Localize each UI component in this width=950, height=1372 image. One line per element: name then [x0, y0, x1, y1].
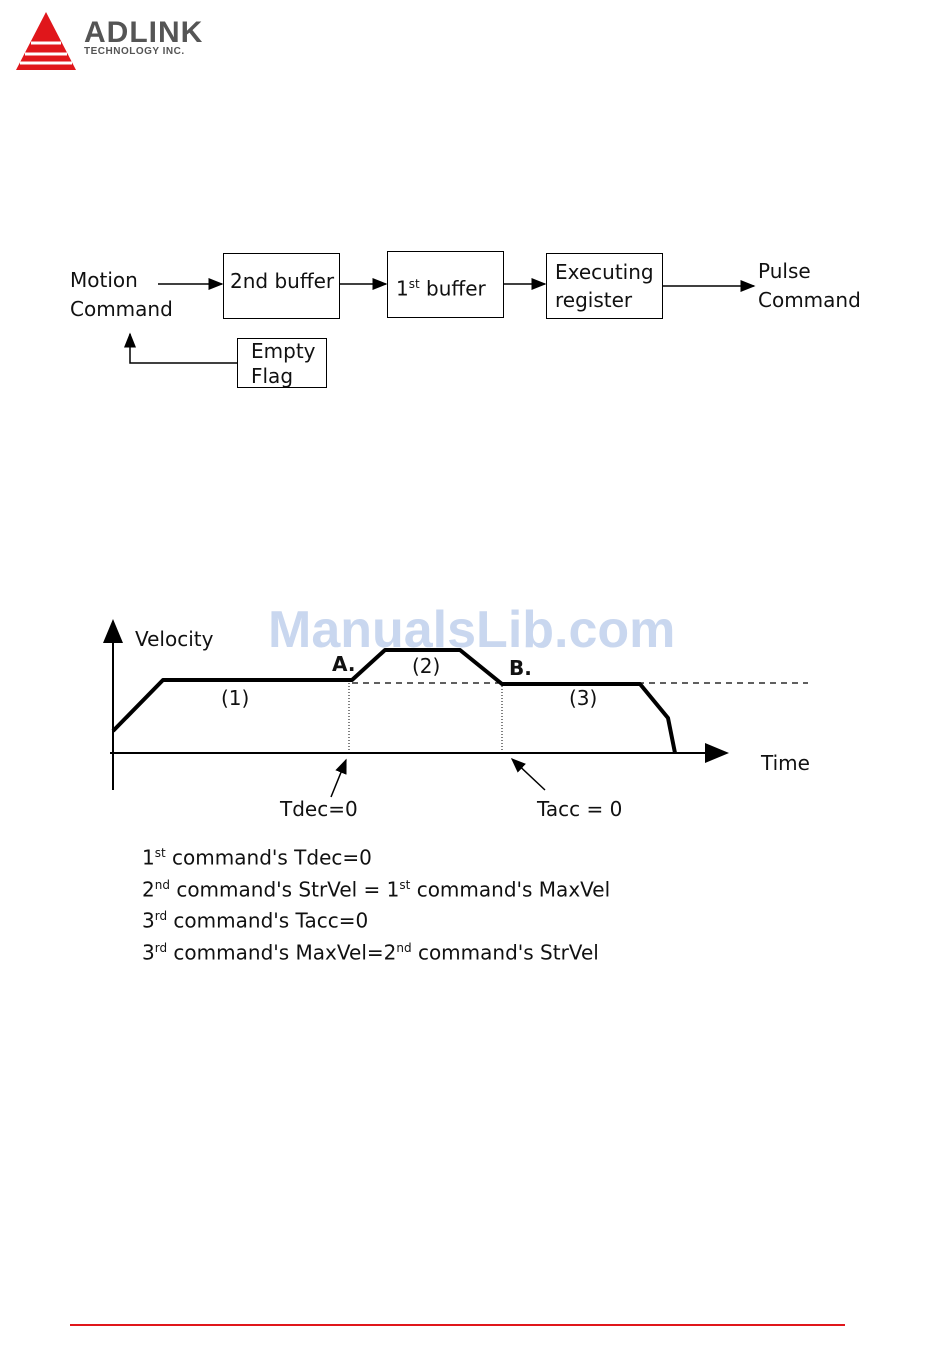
note-text: command's StrVel: [412, 941, 599, 965]
x-axis-label: Time: [760, 751, 810, 775]
command-notes: 1st command's Tdec=0 2nd command's StrVe…: [142, 840, 610, 967]
note-line: 1st command's Tdec=0: [142, 840, 610, 872]
note-text: command's StrVel = 1: [170, 877, 399, 901]
point-b-label: B.: [509, 656, 532, 680]
velocity-profile-graphic: Velocity Time A. B. (1) (2) (3) Tdec=0 T…: [0, 0, 950, 830]
segment2-label: (2): [412, 654, 440, 678]
note-sup: rd: [155, 941, 167, 955]
note-sup: nd: [155, 878, 170, 892]
annotation-tdec: Tdec=0: [279, 797, 358, 821]
y-axis-label: Velocity: [135, 627, 214, 651]
point-a-label: A.: [332, 652, 355, 676]
note-line: 2nd command's StrVel = 1st command's Max…: [142, 872, 610, 904]
note-text: command's Tacc=0: [167, 909, 368, 933]
note-num: 3: [142, 941, 155, 965]
note-num: 3: [142, 909, 155, 933]
note-text: command's Tdec=0: [166, 846, 372, 870]
footer-divider: [70, 1324, 845, 1326]
note-sup: rd: [155, 909, 167, 923]
note-sup: st: [155, 846, 166, 860]
note-sup: st: [399, 878, 410, 892]
note-num: 1: [142, 846, 155, 870]
note-text: command's MaxVel: [410, 877, 610, 901]
note-text: command's MaxVel=2: [167, 941, 396, 965]
arrow-tdec: [331, 760, 346, 797]
arrow-tacc: [512, 759, 545, 790]
note-line: 3rd command's Tacc=0: [142, 903, 610, 935]
segment3-label: (3): [569, 686, 597, 710]
annotation-tacc: Tacc = 0: [536, 797, 622, 821]
note-line: 3rd command's MaxVel=2nd command's StrVe…: [142, 935, 610, 967]
note-sup: nd: [396, 941, 411, 955]
segment1-label: (1): [221, 686, 249, 710]
note-num: 2: [142, 877, 155, 901]
